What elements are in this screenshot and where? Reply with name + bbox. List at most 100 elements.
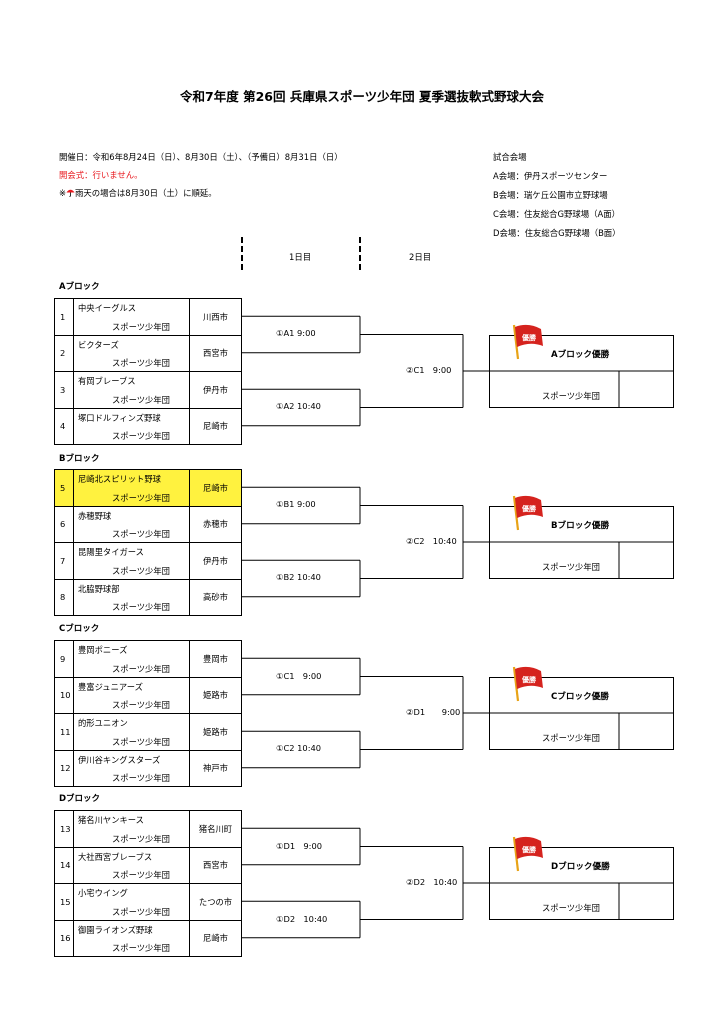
team-number: 6 (60, 519, 66, 530)
team-city: 高砂市 (203, 592, 228, 603)
match-label: ①B1 9:00 (276, 498, 316, 509)
team-city: 伊丹市 (203, 555, 228, 566)
match-label: ①C1 9:00 (276, 670, 322, 681)
block-heading: Cブロック (59, 624, 100, 634)
team-name: 塚口ドルフィンズ野球 (78, 412, 161, 423)
team-suffix: スポーツ少年団 (112, 870, 170, 880)
team-name: 豊岡ポニーズ (78, 645, 128, 655)
team-city: 姫路市 (203, 690, 228, 701)
match-label: ①A1 9:00 (276, 327, 316, 338)
team-number: 2 (60, 348, 66, 359)
block-winner-title: Aブロック優勝 (551, 350, 610, 360)
team-city: 西宮市 (203, 348, 228, 359)
team-suffix: スポーツ少年団 (112, 492, 170, 503)
flag-text: 優勝 (521, 504, 537, 513)
team-name: 有岡ブレーブス (78, 376, 136, 386)
team-number: 11 (60, 726, 71, 737)
team-number: 13 (60, 823, 71, 834)
match-label: ①D2 10:40 (276, 913, 328, 924)
block-winner-team-suffix: スポーツ少年団 (542, 391, 600, 401)
team-city: 伊丹市 (203, 384, 228, 395)
team-city: 尼崎市 (203, 933, 228, 944)
team-name: 御園ライオンズ野球 (78, 924, 153, 935)
opening-ceremony-note: 開会式：行いません。 (59, 170, 143, 180)
block-winner-team-suffix: スポーツ少年団 (542, 562, 600, 572)
day2-label: 2日目 (409, 252, 432, 262)
team-number: 9 (60, 653, 66, 664)
final-match-label: ②D1 9:00 (406, 707, 461, 717)
team-number: 5 (60, 482, 66, 493)
team-name: 大社西宮ブレーブス (78, 851, 153, 862)
team-name: ビクターズ (78, 339, 119, 350)
championship-flag-icon: 優勝 (512, 666, 543, 702)
team-name: 中央イーグルス (78, 303, 137, 313)
flag-text: 優勝 (521, 675, 537, 684)
block-heading: Dブロック (59, 794, 101, 804)
block-heading: Bブロック (59, 454, 100, 464)
championship-flag-icon: 優勝 (512, 836, 543, 872)
team-suffix: スポーツ少年団 (112, 602, 170, 612)
team-suffix: スポーツ少年団 (112, 431, 170, 441)
championship-flag-icon: 優勝 (512, 324, 543, 360)
flag-text: 優勝 (521, 333, 537, 342)
team-number: 14 (60, 860, 71, 871)
team-city: 尼崎市 (203, 482, 228, 493)
team-name: 尼崎北スピリット野球 (78, 474, 161, 484)
team-city: 尼崎市 (203, 421, 228, 432)
team-city: 猪名川町 (198, 823, 233, 834)
team-number: 1 (60, 311, 66, 322)
team-city-cell: 神戸市 (189, 749, 242, 787)
match-label: ①B2 10:40 (276, 571, 321, 582)
flag-text: 優勝 (521, 845, 537, 854)
venues-heading: 試合会場 (493, 152, 527, 162)
team-city: たつの市 (198, 896, 233, 907)
team-suffix: スポーツ少年団 (112, 906, 170, 917)
final-match-label: ②D2 10:40 (406, 877, 458, 887)
rain-note-text: 雨天の場合は8月30日（土）に順延。 (75, 188, 217, 198)
team-city: 川西市 (203, 311, 228, 322)
block-winner-title: Dブロック優勝 (551, 862, 610, 872)
team-city-cell: 尼崎市 (189, 407, 242, 445)
final-match-label: ②C2 10:40 (406, 536, 457, 546)
team-number: 8 (60, 592, 66, 603)
team-number: 4 (60, 421, 66, 432)
team-city: 神戸市 (203, 763, 228, 774)
rain-note: ※ 雨天の場合は8月30日（土）に順延。 (59, 187, 217, 199)
team-name: 豊富ジュニアーズ (78, 681, 143, 692)
block-winner-title: Bブロック優勝 (551, 521, 610, 531)
team-name: 小宅ウイング (78, 888, 128, 898)
day1-label: 1日目 (289, 252, 312, 262)
team-city-cell: 尼崎市 (189, 919, 242, 957)
team-suffix: スポーツ少年団 (112, 773, 170, 783)
team-number: 15 (60, 896, 71, 907)
team-suffix: スポーツ少年団 (112, 565, 170, 576)
team-city: 赤穂市 (203, 519, 228, 530)
venue-item: A会場：伊丹スポーツセンター (493, 171, 608, 181)
team-name: 昆陽里タイガース (78, 547, 144, 557)
team-suffix: スポーツ少年団 (112, 321, 170, 332)
team-suffix: スポーツ少年団 (112, 394, 170, 405)
block-heading: Aブロック (59, 282, 100, 292)
rain-note-prefix: ※ (59, 188, 67, 198)
umbrella-icon (66, 189, 75, 197)
team-number: 10 (60, 690, 71, 701)
team-suffix: スポーツ少年団 (112, 663, 170, 674)
block-winner-team-suffix: スポーツ少年団 (542, 733, 600, 743)
team-number: 16 (60, 933, 71, 944)
match-label: ①A2 10:40 (276, 400, 321, 411)
event-dates: 開催日：令和6年8月24日（日）、8月30日（土）、（予備日）8月31日（日） (59, 152, 343, 162)
team-suffix: スポーツ少年団 (112, 529, 170, 539)
team-number: 3 (60, 384, 66, 395)
team-suffix: スポーツ少年団 (112, 833, 170, 844)
championship-flag-icon: 優勝 (512, 495, 543, 531)
page-title: 令和7年度 第26回 兵庫県スポーツ少年団 夏季選抜軟式野球大会 (180, 89, 544, 104)
team-number: 7 (60, 555, 66, 566)
team-name: 北脇野球部 (78, 583, 120, 594)
team-suffix: スポーツ少年団 (112, 943, 170, 953)
match-label: ①C2 10:40 (276, 742, 322, 753)
team-name: 赤穂野球 (78, 510, 112, 521)
venue-item: C会場：住友総合G野球場（A面） (493, 209, 620, 219)
team-city: 豊岡市 (203, 653, 228, 664)
final-match-label: ②C1 9:00 (406, 365, 452, 375)
